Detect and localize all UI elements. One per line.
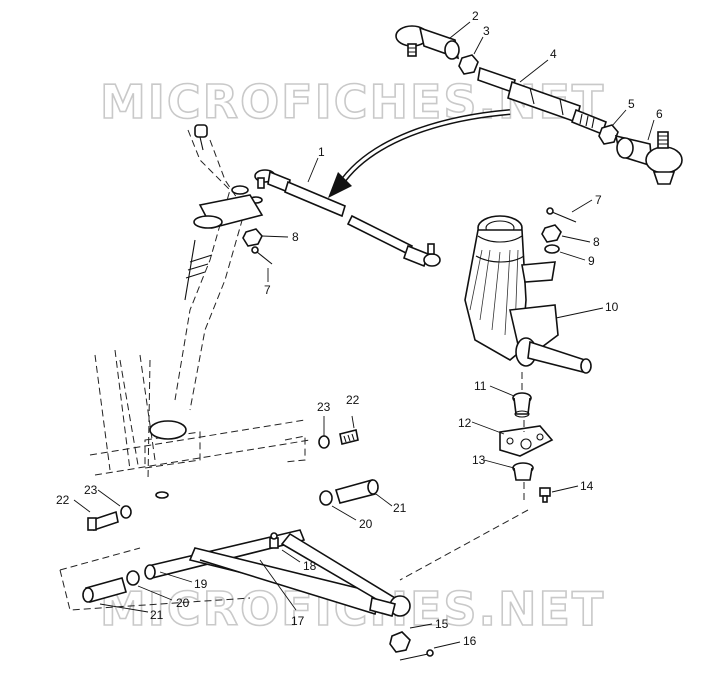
washer-20-upper xyxy=(319,490,333,506)
callout-6: 6 xyxy=(656,107,663,121)
mounting-plate-12 xyxy=(499,425,554,457)
tie-rod-assembly-1 xyxy=(254,169,441,268)
callout-14: 14 xyxy=(580,479,594,493)
callout-21-lower: 21 xyxy=(150,608,164,622)
grease-fitting-18 xyxy=(269,532,279,549)
leader-lines xyxy=(73,21,655,649)
washer-20-lower xyxy=(126,570,140,586)
callout-19: 19 xyxy=(194,577,208,591)
washer-23-right xyxy=(318,435,330,449)
cotter-pin-7-left xyxy=(251,246,273,265)
washer-9 xyxy=(544,244,560,254)
castle-nut-8-left xyxy=(242,228,263,247)
callout-10: 10 xyxy=(605,300,619,314)
callout-11: 11 xyxy=(474,379,487,393)
callout-20-upper: 20 xyxy=(359,517,373,531)
washer-23-left xyxy=(120,505,132,519)
spindle-10 xyxy=(464,215,592,374)
callout-21-upper: 21 xyxy=(393,501,407,515)
jam-nut-3 xyxy=(458,54,479,75)
pivot-tube-21-upper xyxy=(334,479,379,504)
callout-22-left: 22 xyxy=(56,493,70,507)
callout-8-right: 8 xyxy=(593,235,600,249)
tie-rod-end-2 xyxy=(395,25,460,60)
ball-joint-13 xyxy=(512,462,534,481)
callout-17: 17 xyxy=(291,614,305,628)
callout-20-lower: 20 xyxy=(176,596,190,610)
pivot-tube-21-lower xyxy=(82,577,127,603)
cotter-pin-16 xyxy=(399,649,434,661)
callout-2: 2 xyxy=(472,9,479,23)
tie-rod-end-6 xyxy=(614,131,683,185)
callout-12: 12 xyxy=(458,416,472,430)
assembly-arrow xyxy=(328,109,511,198)
callout-22-right: 22 xyxy=(346,393,360,407)
bolt-22-left xyxy=(87,510,119,532)
callout-9: 9 xyxy=(588,254,595,268)
callout-7-right: 7 xyxy=(595,193,602,207)
callout-3: 3 xyxy=(483,24,490,38)
callout-7-left: 7 xyxy=(264,283,271,297)
ball-joint-11 xyxy=(512,392,532,418)
callout-15: 15 xyxy=(435,617,449,631)
callout-13: 13 xyxy=(472,453,486,467)
callout-4: 4 xyxy=(550,47,557,61)
callout-5: 5 xyxy=(628,97,635,111)
jam-nut-5 xyxy=(598,124,619,145)
steering-column xyxy=(149,124,264,499)
a-arm-17 xyxy=(144,529,411,617)
callout-23-right: 23 xyxy=(317,400,331,414)
bolt-14 xyxy=(539,487,551,503)
callout-23-left: 23 xyxy=(84,483,98,497)
castle-nut-8-right xyxy=(541,224,562,243)
cotter-pin-7-right xyxy=(546,207,577,223)
callout-1: 1 xyxy=(318,145,325,159)
bolt-22-right xyxy=(339,429,359,445)
callout-16: 16 xyxy=(463,634,477,648)
callout-8-left: 8 xyxy=(292,230,299,244)
callout-18: 18 xyxy=(303,559,317,573)
castle-nut-15 xyxy=(389,631,411,653)
